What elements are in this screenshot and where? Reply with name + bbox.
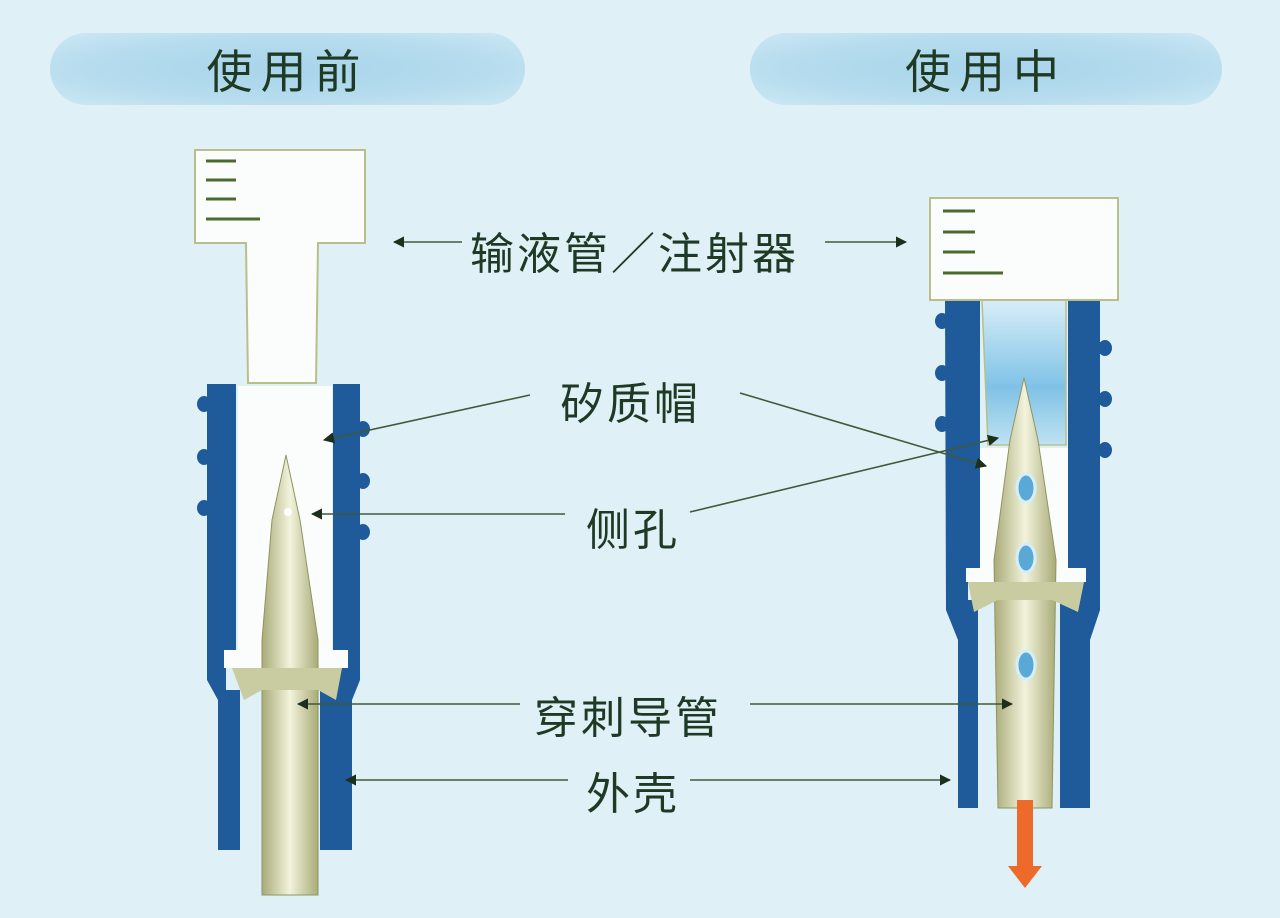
label-silicone-cap: 矽质帽 — [560, 368, 701, 432]
header-during-use: 使用中 — [750, 33, 1222, 105]
label-housing: 外壳 — [586, 758, 680, 822]
header-before-use-label: 使用前 — [206, 45, 369, 99]
label-side-hole-text: 侧孔 — [586, 505, 680, 556]
fluid-drop-icon — [1015, 472, 1037, 681]
label-spike-conduit: 穿刺导管 — [534, 682, 722, 746]
during-use-assembly — [929, 197, 1119, 888]
header-before-use: 使用前 — [50, 33, 525, 105]
before-use-assembly — [194, 149, 370, 896]
label-housing-text: 外壳 — [586, 769, 680, 820]
header-during-use-label: 使用中 — [905, 45, 1067, 99]
label-tube-syringe: 输液管／注射器 — [470, 218, 799, 282]
label-spike-conduit-text: 穿刺导管 — [534, 693, 722, 744]
syringe-connector-during — [929, 197, 1119, 301]
graduation-marks-icon — [206, 159, 260, 221]
syringe-connector-before — [194, 149, 366, 384]
graduation-marks-icon — [943, 209, 1003, 275]
housing-during — [935, 300, 1112, 808]
label-silicone-cap-text: 矽质帽 — [560, 379, 701, 430]
flow-direction-arrow-icon — [1008, 800, 1042, 888]
pointer-lines — [296, 236, 1014, 786]
housing-before — [197, 384, 370, 850]
label-side-hole: 侧孔 — [586, 494, 680, 558]
spike-conduit-before — [232, 454, 342, 896]
label-tube-syringe-text: 输液管／注射器 — [470, 229, 799, 280]
side-hole-before — [284, 508, 292, 516]
